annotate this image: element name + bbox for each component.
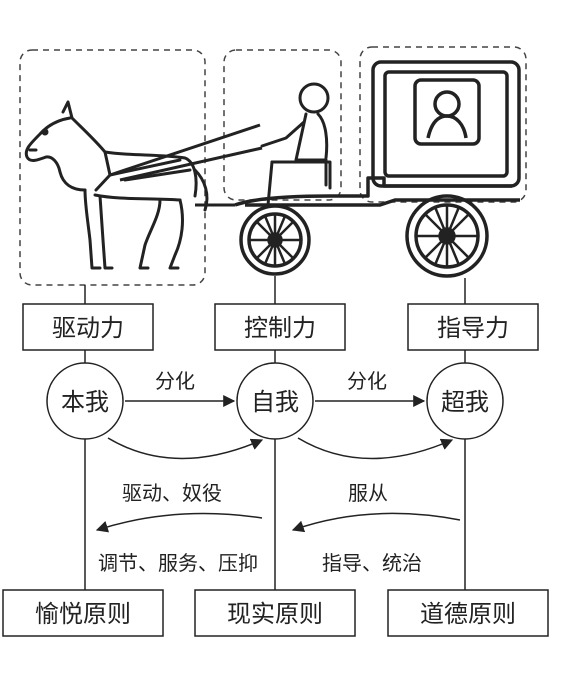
force-label-guide: 指导力 — [437, 314, 509, 342]
arrow-regulate — [95, 512, 263, 533]
force-box-guide: 指导力 — [407, 303, 539, 351]
driver-dashed-frame — [223, 49, 342, 201]
arrow-label-obey: 服从 — [348, 481, 388, 505]
node-ego-label: 自我 — [251, 388, 299, 416]
principle-label-pleasure: 愉悦原则 — [35, 600, 131, 628]
reins-and-shafts — [109, 123, 263, 207]
principle-box-pleasure: 愉悦原则 — [2, 589, 164, 637]
principle-box-reality: 现实原则 — [194, 589, 356, 637]
front-wheel — [239, 204, 311, 276]
carriage-illustration — [234, 60, 521, 207]
cabin-dashed-frame — [359, 46, 527, 203]
arrow-label-guide-rule: 指导、统治 — [322, 551, 422, 575]
rear-wheel — [405, 194, 489, 278]
arrow-obey — [297, 437, 454, 460]
driver-illustration — [260, 82, 332, 207]
node-id-label: 本我 — [61, 388, 109, 416]
arrow-drive-servitude — [107, 437, 264, 460]
principle-label-morality: 道德原则 — [420, 600, 516, 628]
force-label-control: 控制力 — [244, 314, 316, 342]
node-ego: 自我 — [236, 362, 314, 440]
arrow-guide-rule — [291, 512, 461, 533]
arrow-label-split-2: 分化 — [347, 369, 387, 393]
node-superego-label: 超我 — [441, 388, 489, 416]
node-id: 本我 — [46, 362, 124, 440]
force-label-drive: 驱动力 — [52, 314, 124, 342]
principle-box-morality: 道德原则 — [387, 589, 549, 637]
principle-label-reality: 现实原则 — [227, 600, 323, 628]
horse-illustration — [24, 100, 209, 270]
vertical-connectors — [84, 276, 466, 590]
arrow-label-regulate: 调节、服务、压抑 — [98, 551, 258, 575]
force-box-drive: 驱动力 — [22, 303, 154, 351]
force-box-control: 控制力 — [214, 303, 346, 351]
arrow-label-split-1: 分化 — [155, 369, 195, 393]
node-superego: 超我 — [426, 362, 504, 440]
arrow-label-drive-servitude: 驱动、奴役 — [122, 481, 222, 505]
horse-dashed-frame — [19, 49, 206, 286]
